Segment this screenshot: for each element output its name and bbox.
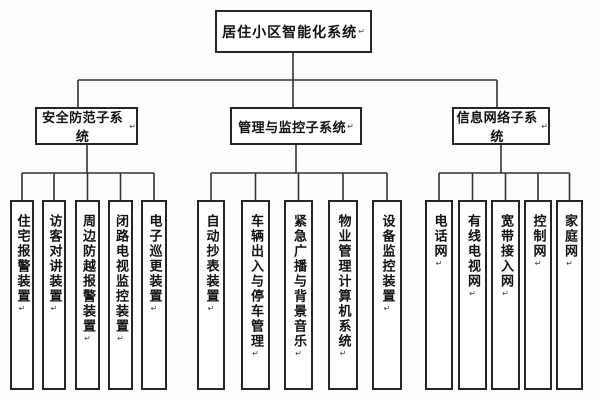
leaf-node-control-network: 控制网↵ bbox=[524, 200, 552, 390]
leaf-node-cable-tv-network: 有线电视网↵ bbox=[458, 200, 487, 390]
leaf-label: 电子巡更装置↵ bbox=[146, 214, 162, 313]
branch-label: 信息网络子系统 bbox=[456, 111, 538, 145]
paragraph-mark: ↵ bbox=[149, 304, 159, 313]
leaf-label: 闭路电视监控装置↵ bbox=[113, 214, 128, 343]
leaf-node-home-network: 家庭网↵ bbox=[556, 200, 583, 390]
leaf-node-auto-meter-reading: 自动抄表装置↵ bbox=[197, 200, 225, 390]
leaf-node-visitor-intercom: 访客对讲装置↵ bbox=[42, 200, 66, 390]
paragraph-mark: ↵ bbox=[434, 259, 444, 268]
leaf-node-property-computer-system: 物业管理计算机系统↵ bbox=[328, 200, 358, 390]
branch-label: 管理与监控子系统 bbox=[238, 120, 347, 136]
leaf-label: 车辆出入与停车管理↵ bbox=[248, 214, 263, 358]
paragraph-mark: ↵ bbox=[129, 121, 136, 131]
leaf-label: 家庭网↵ bbox=[562, 214, 577, 268]
leaf-label: 控制网↵ bbox=[530, 214, 546, 268]
paragraph-mark: ↵ bbox=[49, 304, 59, 313]
paragraph-mark: ↵ bbox=[358, 27, 365, 36]
connector-network-to-leaves bbox=[438, 145, 571, 200]
leaf-label: 电话网↵ bbox=[431, 214, 447, 268]
root-node: 居住小区智能化系统↵ bbox=[215, 10, 372, 53]
paragraph-mark: ↵ bbox=[541, 121, 548, 131]
paragraph-mark: ↵ bbox=[17, 304, 27, 313]
paragraph-mark: ↵ bbox=[565, 259, 574, 268]
connector-security-to-leaves bbox=[21, 145, 155, 200]
leaf-node-equipment-monitoring: 设备监控装置↵ bbox=[372, 200, 402, 390]
branch-node-security: 安全防范子系统 ↵ bbox=[35, 107, 138, 145]
leaf-node-electronic-patrol: 电子巡更装置↵ bbox=[141, 200, 167, 390]
leaf-label: 周边防越报警装置↵ bbox=[80, 214, 95, 343]
leaf-label: 有线电视网↵ bbox=[465, 214, 480, 298]
leaf-label: 住宅报警装置↵ bbox=[14, 214, 30, 313]
branch-node-management: 管理与监控子系统↵ bbox=[230, 107, 362, 145]
paragraph-mark: ↵ bbox=[468, 289, 477, 298]
leaf-node-perimeter-alarm: 周边防越报警装置↵ bbox=[75, 200, 100, 390]
connector-management-to-leaves bbox=[210, 145, 388, 200]
leaf-node-telephone-network: 电话网↵ bbox=[425, 200, 453, 390]
leaf-label: 物业管理计算机系统↵ bbox=[335, 214, 351, 358]
paragraph-mark: ↵ bbox=[533, 259, 543, 268]
paragraph-mark: ↵ bbox=[206, 304, 216, 313]
paragraph-mark: ↵ bbox=[294, 349, 303, 358]
leaf-label: 紧急广播与背景音乐↵ bbox=[291, 214, 306, 358]
paragraph-mark: ↵ bbox=[251, 349, 260, 358]
branch-label: 安全防范子系统 bbox=[42, 111, 124, 145]
paragraph-mark: ↵ bbox=[83, 334, 92, 343]
leaf-label: 访客对讲装置↵ bbox=[46, 214, 62, 313]
leaf-node-emergency-broadcast-music: 紧急广播与背景音乐↵ bbox=[284, 200, 313, 390]
root-label: 居住小区智能化系统 bbox=[222, 24, 358, 41]
paragraph-mark: ↵ bbox=[116, 334, 125, 343]
branch-node-network: 信息网络子系统↵ bbox=[452, 107, 550, 145]
leaf-node-broadband-access-network: 宽带接入网↵ bbox=[491, 200, 520, 390]
paragraph-mark: ↵ bbox=[501, 289, 510, 298]
leaf-node-residential-alarm: 住宅报警装置↵ bbox=[10, 200, 34, 390]
paragraph-mark: ↵ bbox=[382, 304, 392, 313]
paragraph-mark: ↵ bbox=[338, 349, 348, 358]
leaf-node-vehicle-parking-management: 车辆出入与停车管理↵ bbox=[241, 200, 270, 390]
connector-root-to-branches bbox=[77, 53, 498, 107]
paragraph-mark: ↵ bbox=[347, 121, 354, 131]
leaf-node-cctv-monitoring: 闭路电视监控装置↵ bbox=[108, 200, 133, 390]
leaf-label: 自动抄表装置↵ bbox=[203, 214, 219, 313]
leaf-label: 设备监控装置↵ bbox=[379, 214, 395, 313]
leaf-label: 宽带接入网↵ bbox=[498, 214, 513, 298]
